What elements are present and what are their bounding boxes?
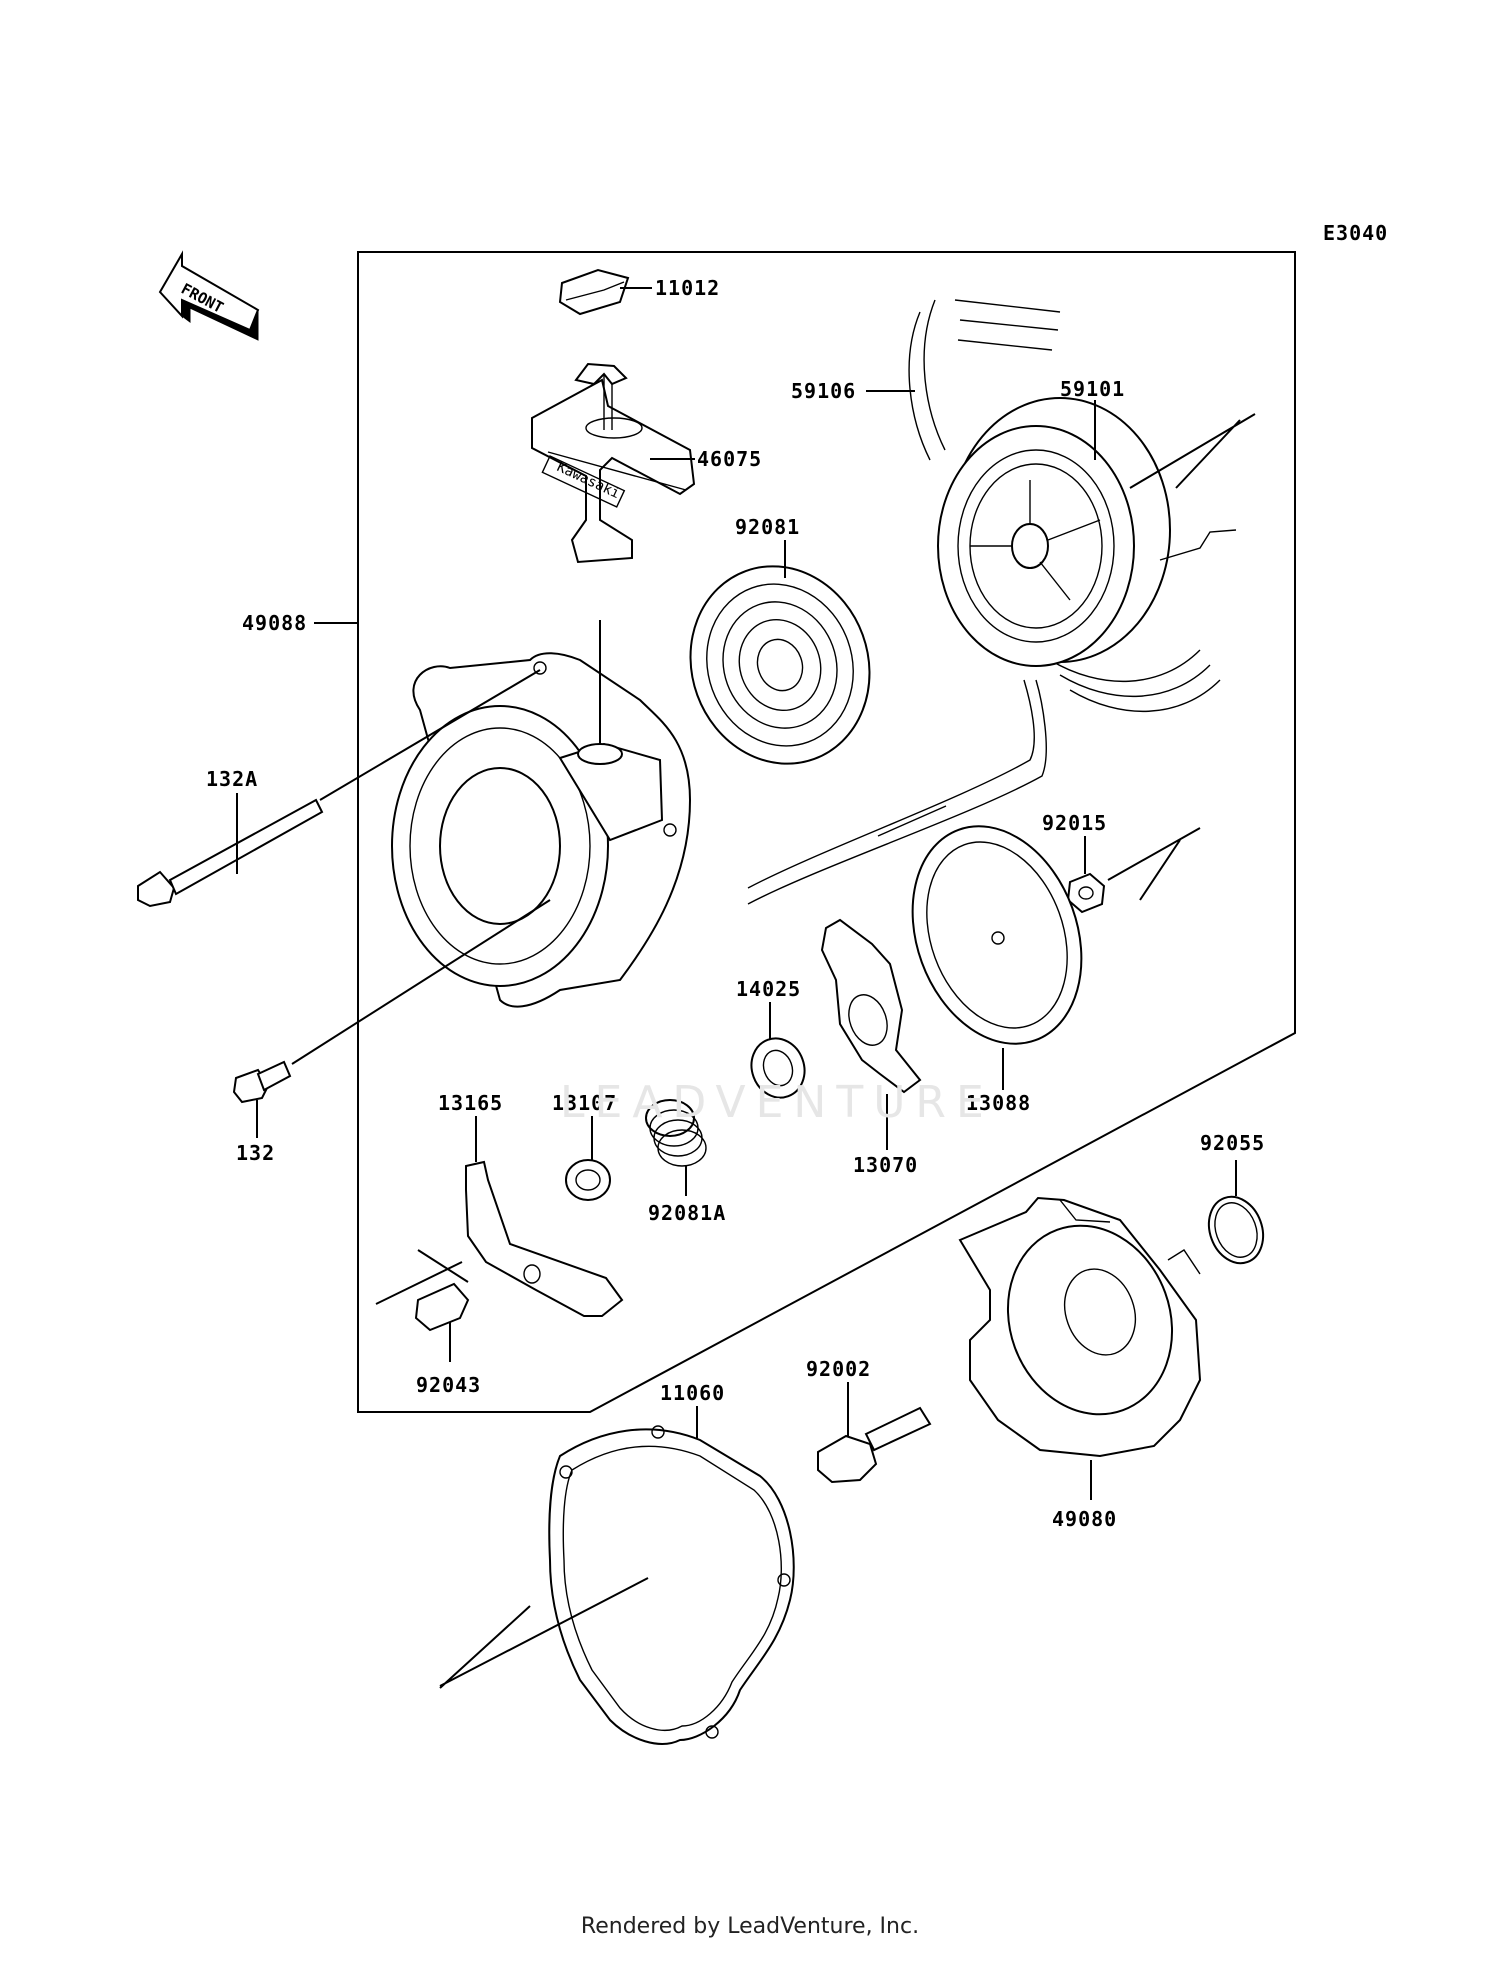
front-arrow-icon: FRONT: [158, 250, 260, 341]
part-13165-pawl[interactable]: [465, 1160, 624, 1317]
label-59101[interactable]: 59101: [1060, 377, 1125, 401]
label-11060[interactable]: 11060: [660, 1381, 725, 1405]
leader-59101-ray: [1129, 413, 1256, 489]
part-132A-bolt[interactable]: [137, 798, 324, 908]
label-13070[interactable]: 13070: [853, 1153, 918, 1177]
part-11060-gasket[interactable]: [548, 1425, 795, 1745]
assembly-outline: [357, 251, 1296, 1413]
leader-132-axis: [291, 899, 551, 1065]
watermark: LEADVENTURE: [560, 1077, 994, 1128]
label-11012[interactable]: 11012: [655, 276, 720, 300]
label-132[interactable]: 132: [236, 1141, 275, 1165]
part-132-bolt[interactable]: [232, 1060, 292, 1104]
part-49080-drum[interactable]: [958, 1196, 1202, 1458]
label-92081[interactable]: 92081: [735, 515, 800, 539]
part-11012-cap[interactable]: [558, 268, 630, 316]
label-92081A[interactable]: 92081A: [648, 1201, 726, 1225]
part-92002-bolt[interactable]: [817, 1406, 932, 1484]
part-92043-pin[interactable]: [414, 1282, 470, 1332]
label-13165[interactable]: 13165: [438, 1091, 503, 1115]
leader-92015-ray: [1107, 827, 1201, 901]
label-13107[interactable]: 13107: [552, 1091, 617, 1115]
label-49080[interactable]: 49080: [1052, 1507, 1117, 1531]
part-92015-nut[interactable]: [1066, 872, 1106, 914]
part-13088-plate[interactable]: [884, 802, 1111, 1067]
footer-credit: Rendered by LeadVenture, Inc.: [580, 1914, 920, 1939]
label-49088[interactable]: 49088: [242, 611, 307, 635]
label-14025[interactable]: 14025: [736, 977, 801, 1001]
label-59106[interactable]: 59106: [791, 379, 856, 403]
label-13088[interactable]: 13088: [966, 1091, 1031, 1115]
part-14025-collar[interactable]: [743, 1031, 812, 1105]
label-92043[interactable]: 92043: [416, 1373, 481, 1397]
leader-13165-ray: [375, 1249, 469, 1305]
part-13107-collar[interactable]: [565, 1159, 611, 1201]
part-92055-o-ring[interactable]: [1200, 1189, 1272, 1271]
label-92055[interactable]: 92055: [1200, 1131, 1265, 1155]
part-rope-tube: [747, 679, 1047, 905]
label-46075[interactable]: 46075: [697, 447, 762, 471]
part-92081A-spring[interactable]: [645, 1099, 707, 1167]
label-92002[interactable]: 92002: [806, 1357, 871, 1381]
part-49088-housing[interactable]: [391, 652, 692, 1008]
label-92015[interactable]: 92015: [1042, 811, 1107, 835]
part-46075-handle[interactable]: Kawasaki: [531, 362, 696, 564]
diagram-code: E3040: [1323, 221, 1388, 245]
label-132A[interactable]: 132A: [206, 767, 258, 791]
part-92081-spring[interactable]: [663, 541, 897, 789]
part-13070-guide[interactable]: [820, 918, 922, 1094]
part-59106-rope[interactable]: [908, 299, 1221, 712]
leader-11060-ray: [439, 1577, 649, 1689]
part-59101-reel[interactable]: [937, 397, 1237, 667]
leader-132A-axis: [319, 669, 541, 801]
